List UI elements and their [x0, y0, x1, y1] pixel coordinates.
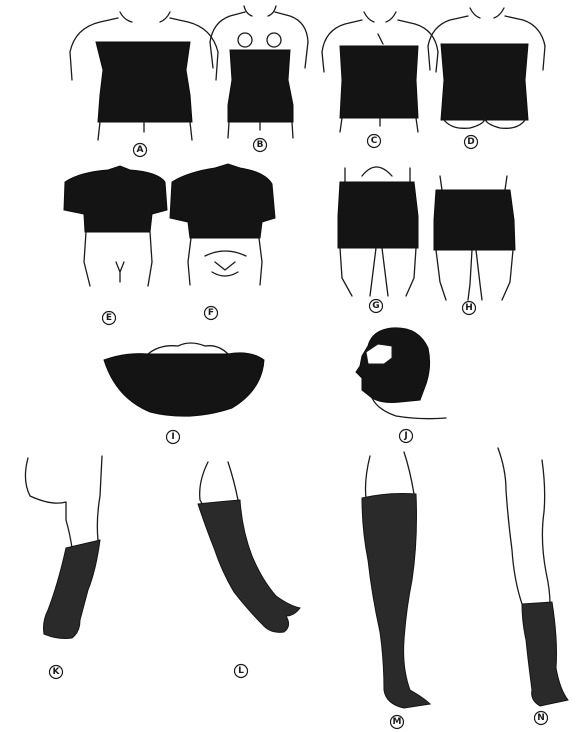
- full-leg-stocking-icon: [362, 452, 430, 708]
- figure-label: D: [467, 137, 474, 147]
- torso-back-garment-icon: [428, 8, 545, 128]
- figure-label: L: [238, 666, 244, 676]
- figure-d: D: [428, 8, 545, 149]
- hip-girdle-back-icon: [338, 167, 418, 296]
- torso-front-female-garment-icon: [210, 6, 308, 138]
- figure-label: A: [137, 145, 144, 155]
- figure-a: A: [70, 12, 218, 157]
- figure-c: C: [322, 12, 438, 148]
- upper-torso-vest-front-icon: [64, 166, 167, 286]
- figure-label: J: [403, 431, 407, 441]
- figure-m: M: [362, 452, 430, 729]
- figure-label: E: [106, 313, 112, 323]
- figure-i: I: [104, 343, 264, 444]
- figure-h: H: [434, 176, 515, 315]
- below-knee-stocking-icon: [498, 448, 568, 706]
- figure-label: M: [393, 717, 402, 727]
- full-arm-sleeve-icon: [198, 462, 300, 632]
- figure-k: K: [25, 456, 102, 679]
- torso-front-garment-icon: [70, 12, 218, 140]
- figure-b: B: [210, 6, 308, 152]
- figure-g: G: [338, 167, 418, 313]
- figure-n: N: [498, 448, 568, 725]
- upper-torso-vest-front-icon: [170, 164, 275, 285]
- forearm-sleeve-icon: [25, 456, 102, 639]
- hip-girdle-front-icon: [434, 176, 515, 300]
- figure-label: I: [171, 432, 174, 442]
- figure-f: F: [170, 164, 275, 320]
- figure-label: H: [465, 303, 473, 313]
- chin-neck-strap-icon: [104, 343, 264, 416]
- torso-front-garment-icon: [322, 12, 438, 132]
- figure-label: K: [53, 667, 61, 677]
- figure-label: F: [208, 308, 214, 318]
- figure-label: N: [537, 713, 545, 723]
- figure-label: B: [257, 140, 264, 150]
- figure-e: E: [64, 166, 167, 325]
- figure-label: G: [372, 301, 379, 311]
- figure-l: L: [198, 462, 300, 678]
- figure-label: C: [371, 136, 378, 146]
- figure-j: J: [356, 328, 446, 443]
- head-hood-profile-icon: [356, 328, 446, 419]
